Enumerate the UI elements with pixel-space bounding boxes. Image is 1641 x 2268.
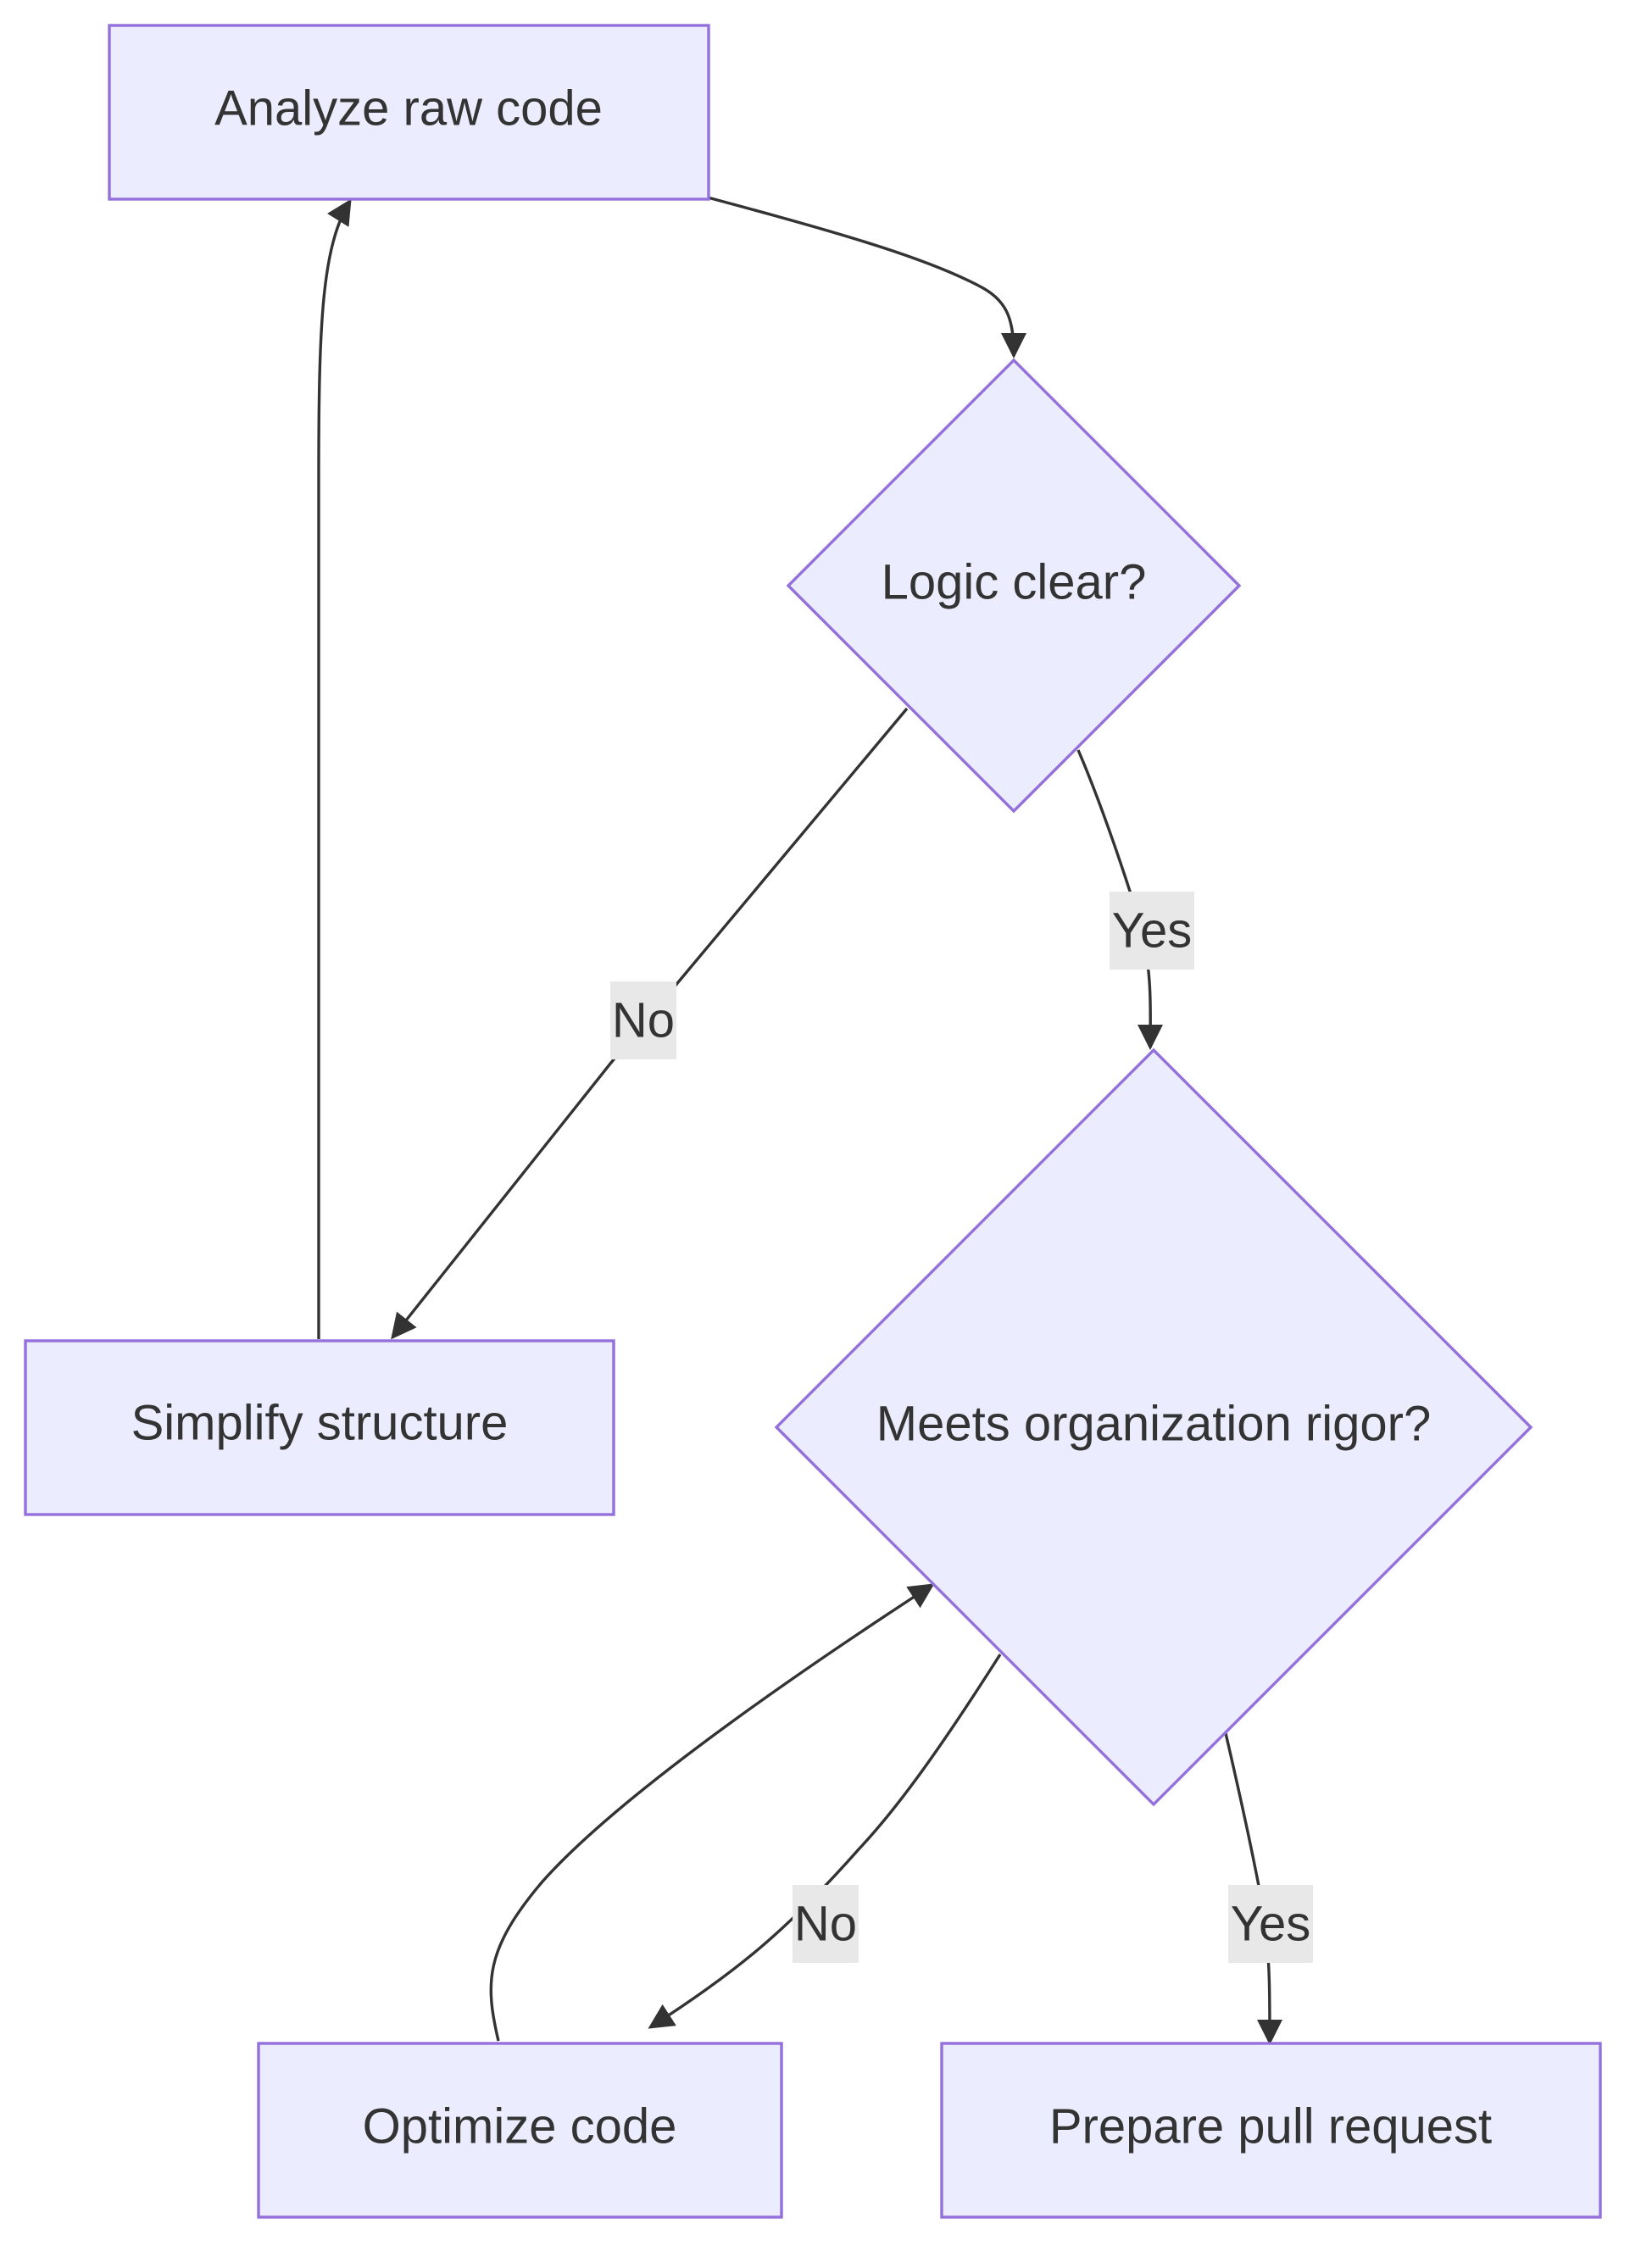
node-box (940, 2042, 1602, 2219)
edge-analyze-to-logic (707, 196, 1026, 359)
node-logic-clear[interactable]: Logic clear? (786, 358, 1242, 814)
node-diamond (786, 358, 1242, 814)
edge-label-text: No (794, 1897, 857, 1952)
node-label: Simplify structure (131, 1396, 509, 1451)
edge-label-bg (610, 981, 676, 1059)
node-optimize-code[interactable]: Optimize code (257, 2042, 783, 2219)
edge-label-bg (793, 1885, 859, 1963)
node-simplify-structure[interactable]: Simplify structure (24, 1339, 615, 1516)
node-box (24, 1339, 615, 1516)
nodes: Analyze raw code Logic clear? Simplify s… (24, 24, 1602, 2219)
node-box (108, 24, 710, 201)
edge-labels: No Yes No Yes (610, 892, 1313, 1963)
node-box (257, 2042, 783, 2219)
edge-simplify-to-analyze (317, 198, 352, 1339)
edge-label-logic-no: No (610, 981, 676, 1059)
node-diamond (774, 1048, 1533, 1807)
edge-label-text: Yes (1112, 903, 1193, 959)
edge-rigor-to-optimize (648, 1654, 1002, 2029)
node-meets-organization-rigor[interactable]: Meets organization rigor? (774, 1048, 1533, 1807)
node-label: Logic clear? (882, 555, 1147, 610)
edge-label-rigor-no: No (793, 1885, 859, 1963)
node-analyze-raw-code[interactable]: Analyze raw code (108, 24, 710, 201)
node-prepare-pull-request[interactable]: Prepare pull request (940, 2042, 1602, 2219)
edge-label-bg (1228, 1885, 1313, 1963)
edge-label-text: No (612, 993, 675, 1048)
node-label: Analyze raw code (214, 81, 603, 136)
node-label: Optimize code (363, 2099, 677, 2154)
edge-label-rigor-yes: Yes (1228, 1885, 1313, 1963)
node-label: Meets organization rigor? (876, 1397, 1431, 1452)
edge-optimize-to-rigor (489, 1583, 935, 2042)
edge-label-text: Yes (1231, 1897, 1311, 1952)
edge-label-logic-yes: Yes (1110, 892, 1194, 970)
edge-label-bg (1110, 892, 1194, 970)
node-label: Prepare pull request (1049, 2099, 1492, 2154)
